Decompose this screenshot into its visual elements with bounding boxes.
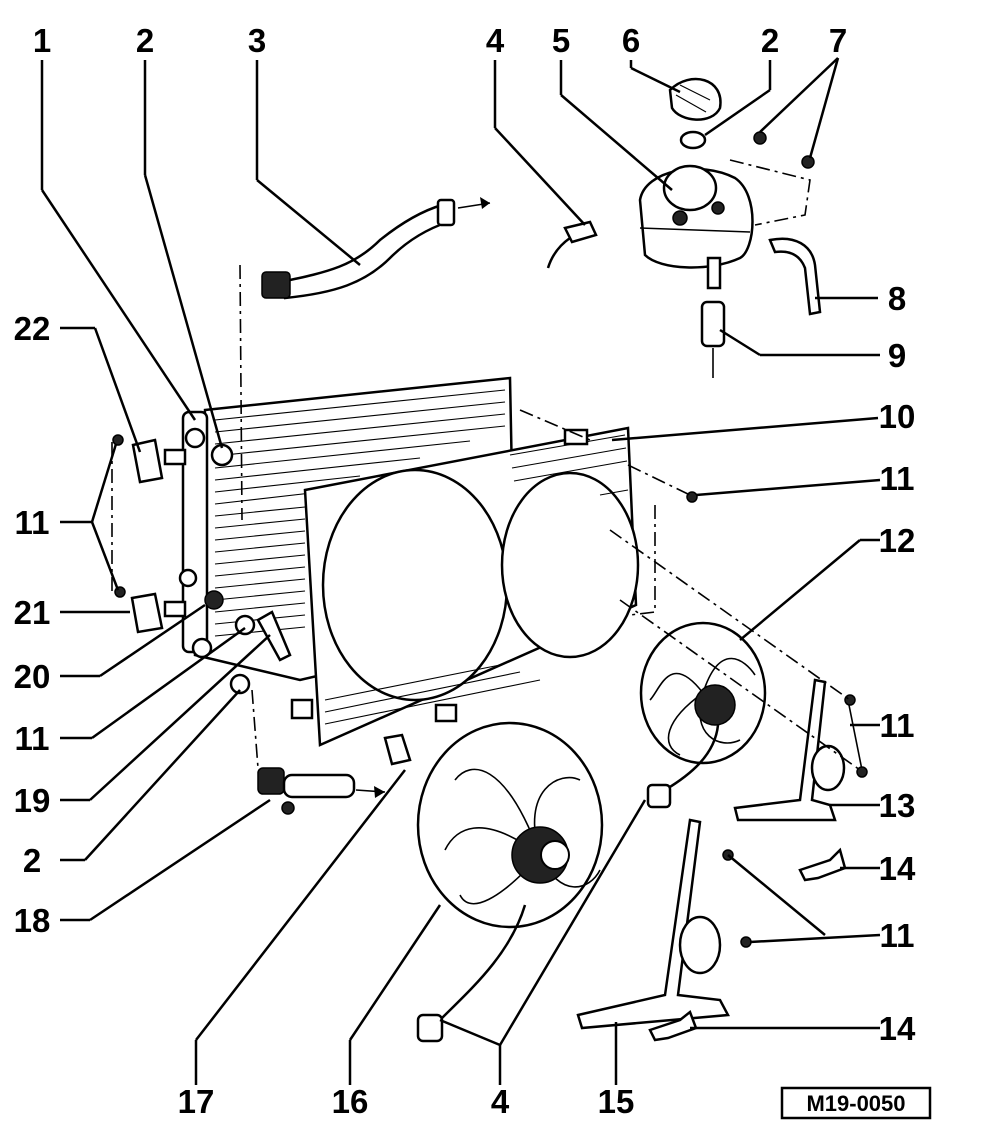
leader-lines bbox=[40, 57, 881, 1085]
callout-11: 11 bbox=[880, 707, 915, 744]
callout-15: 15 bbox=[598, 1083, 635, 1120]
callout-2: 2 bbox=[761, 22, 779, 59]
callout-19: 19 bbox=[14, 782, 51, 819]
large-radiator-fan bbox=[416, 721, 604, 1043]
callout-5: 5 bbox=[552, 22, 570, 59]
fan-bracket-bolt bbox=[844, 694, 868, 778]
callout-9: 9 bbox=[888, 337, 906, 374]
thermo-switch bbox=[256, 610, 292, 662]
upper-coolant-hose bbox=[261, 197, 491, 300]
callout-11: 11 bbox=[15, 720, 50, 757]
fan-shroud bbox=[290, 426, 640, 747]
seal-ring-lower bbox=[229, 673, 251, 695]
callout-3: 3 bbox=[248, 22, 266, 59]
callout-16: 16 bbox=[332, 1083, 369, 1120]
lower-coolant-hose bbox=[257, 767, 386, 815]
alignment-lines bbox=[111, 264, 861, 771]
callout-18: 18 bbox=[14, 902, 51, 939]
callout-11: 11 bbox=[15, 504, 50, 541]
callout-11: 11 bbox=[880, 460, 915, 497]
callout-14: 14 bbox=[879, 850, 916, 887]
callout-8: 8 bbox=[888, 280, 906, 317]
expansion-tank bbox=[638, 159, 822, 316]
fan-support-bracket-lower bbox=[576, 818, 730, 1030]
tank-bolt bbox=[801, 155, 815, 169]
lower-tank-hose bbox=[700, 300, 726, 378]
callout-2: 2 bbox=[23, 842, 41, 879]
callout-14: 14 bbox=[879, 1010, 916, 1047]
cap-seal-ring bbox=[679, 130, 707, 150]
callout-17: 17 bbox=[178, 1083, 215, 1120]
bracket-bolt bbox=[112, 434, 124, 446]
figure-code: M19-0050 bbox=[806, 1091, 905, 1116]
clip-upper bbox=[798, 847, 847, 882]
callout-12: 12 bbox=[879, 522, 916, 559]
tank-bolt bbox=[753, 131, 767, 145]
callout-13: 13 bbox=[879, 787, 916, 824]
mounting-bracket-lower bbox=[130, 592, 187, 634]
callout-labels: 1 2 3 4 5 6 2 7 8 9 10 11 12 11 13 14 11… bbox=[14, 22, 916, 1120]
tank-cap bbox=[668, 77, 722, 121]
callout-6: 6 bbox=[622, 22, 640, 59]
mounting-bracket-upper bbox=[131, 438, 187, 484]
callout-22: 22 bbox=[14, 310, 51, 347]
shroud-bolt bbox=[686, 491, 698, 503]
callout-2: 2 bbox=[136, 22, 154, 59]
spring-clip bbox=[383, 733, 412, 766]
callout-10: 10 bbox=[879, 398, 916, 435]
callout-21: 21 bbox=[14, 594, 51, 631]
small-radiator-fan bbox=[639, 621, 767, 809]
figure-code-box: M19-0050 bbox=[780, 1086, 932, 1120]
tank-level-sensor-connector bbox=[546, 220, 598, 269]
callout-7: 7 bbox=[829, 22, 847, 59]
callout-4: 4 bbox=[486, 22, 505, 59]
callout-11: 11 bbox=[880, 917, 915, 954]
fan-bolt bbox=[740, 936, 752, 948]
callout-4: 4 bbox=[491, 1083, 510, 1120]
callout-20: 20 bbox=[14, 658, 51, 695]
callout-1: 1 bbox=[33, 22, 51, 59]
fan-support-bracket-upper bbox=[733, 678, 846, 822]
